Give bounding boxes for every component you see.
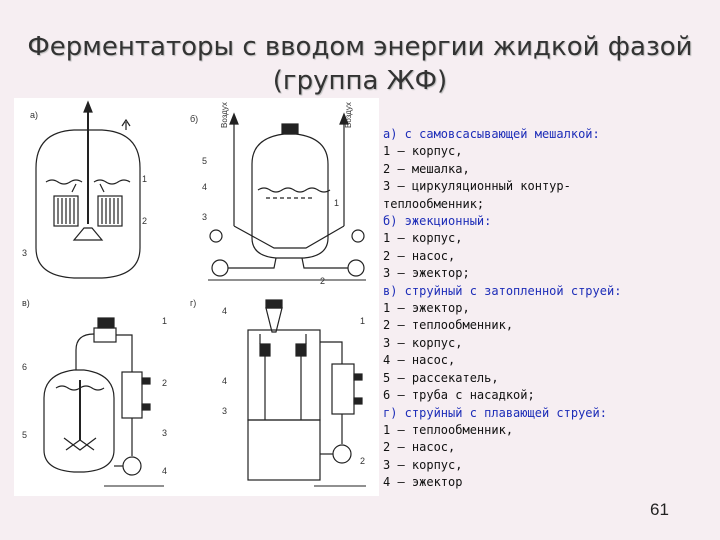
diagram-a [35,100,141,279]
b-panel-label: б) [190,114,198,124]
title-line-2: (группа ЖФ) [272,66,448,96]
g-heat-exchanger [331,363,355,415]
legend-line: теплообменник; [383,196,485,211]
a-impeller [72,227,104,241]
v-vessel-body [43,369,115,473]
b-top-fitting [281,123,299,135]
legend-line: г) струйный с плавающей струей: [383,405,607,420]
g-num-4-top: 4 [222,306,227,316]
diagram-v [43,317,164,487]
legend-line: 2 – насос, [383,440,456,455]
v-liquid-surface [55,385,105,391]
legend-line: 3 – эжектор; [383,266,470,281]
legend-line: 6 – труба с насадкой; [383,388,535,403]
v-num-1: 1 [162,316,167,326]
b-ejector-lines [233,225,345,249]
legend-line: 4 – насос, [383,353,456,368]
diagram-g [247,299,366,487]
a-vessel-body [35,129,141,279]
b-num-4: 4 [202,182,207,192]
v-splitter [63,437,97,451]
a-panel-label: а) [30,110,38,120]
legend-line: 2 – теплообменник, [383,318,514,333]
g-vessel-lower [247,419,321,481]
v-num-3: 3 [162,428,167,438]
b-air-label-right: Воздух [344,102,353,128]
legend-line: 3 – циркуляционный контур- [383,179,571,194]
diagram-b [208,112,366,281]
g-num-3: 3 [222,406,227,416]
b-vessel-body [251,133,329,259]
a-flow-arrows [71,183,105,193]
page-number: 61 [650,500,669,519]
a-liquid-surface [45,179,131,185]
a-num-2: 2 [142,216,147,226]
g-num-4: 4 [222,376,227,386]
v-num-4: 4 [162,466,167,476]
b-pump-lines [228,257,348,269]
v-num-6: 6 [22,362,27,372]
g-num-1: 1 [360,316,365,326]
v-ejector [93,327,117,343]
legend-line: а) с самовсасывающей мешалкой: [383,127,600,141]
legend-line: б) эжекционный: [383,214,492,229]
legend-line: 5 – рассекатель, [383,370,499,385]
legend-line: 1 – корпус, [383,231,463,246]
legend: а) с самовсасывающей мешалкой: 1 – корпу… [383,126,713,492]
fermenter-diagram-panel: а) 1 2 3 б) В [14,98,379,496]
g-pump [332,444,352,464]
b-num-1: 1 [334,198,339,208]
legend-line: 1 – корпус, [383,144,463,159]
slide-title: Ферментаторы с вводом энергии жидкой фаз… [20,30,700,98]
legend-line: в) струйный с затопленной струей: [383,283,622,298]
b-pump-left [211,259,229,277]
a-circulation-tube-right [97,195,123,227]
b-num-5: 5 [202,156,207,166]
a-inlet-arrow [83,100,93,113]
legend-line: 1 – эжектор, [383,301,470,316]
v-num-5: 5 [22,430,27,440]
legend-line: 2 – насос, [383,248,456,263]
a-num-1: 1 [142,174,147,184]
title-line-1: Ферментаторы с вводом энергии жидкой фаз… [27,32,693,62]
g-ejector-cone [265,307,283,333]
fermenter-diagrams: а) 1 2 3 б) В [22,100,366,487]
b-num-2: 2 [320,276,325,286]
v-riser-pipe [75,333,95,370]
v-num-2: 2 [162,378,167,388]
g-num-2: 2 [360,456,365,466]
legend-line: 3 – корпус, [383,335,463,350]
b-liquid-surface [257,187,331,193]
legend-line: 1 – теплообменник, [383,422,514,437]
v-loop-pipe [116,334,133,372]
g-vessel-upper [247,329,321,421]
b-num-3: 3 [202,212,207,222]
v-panel-label: в) [22,298,30,308]
v-heat-exchanger [121,371,143,419]
b-ejector-right [351,229,365,243]
legend-line: 3 – корпус, [383,457,463,472]
a-circulation-tube-left [53,195,79,227]
b-pump-right [347,259,365,277]
b-air-label-left: Воздух [220,102,229,128]
g-panel-label: г) [190,298,196,308]
v-pump [122,456,142,476]
legend-line: 2 – мешалка, [383,161,470,176]
a-num-3: 3 [22,248,27,258]
b-ejector-left [209,229,223,243]
legend-line: 4 – эжектор [383,475,463,490]
